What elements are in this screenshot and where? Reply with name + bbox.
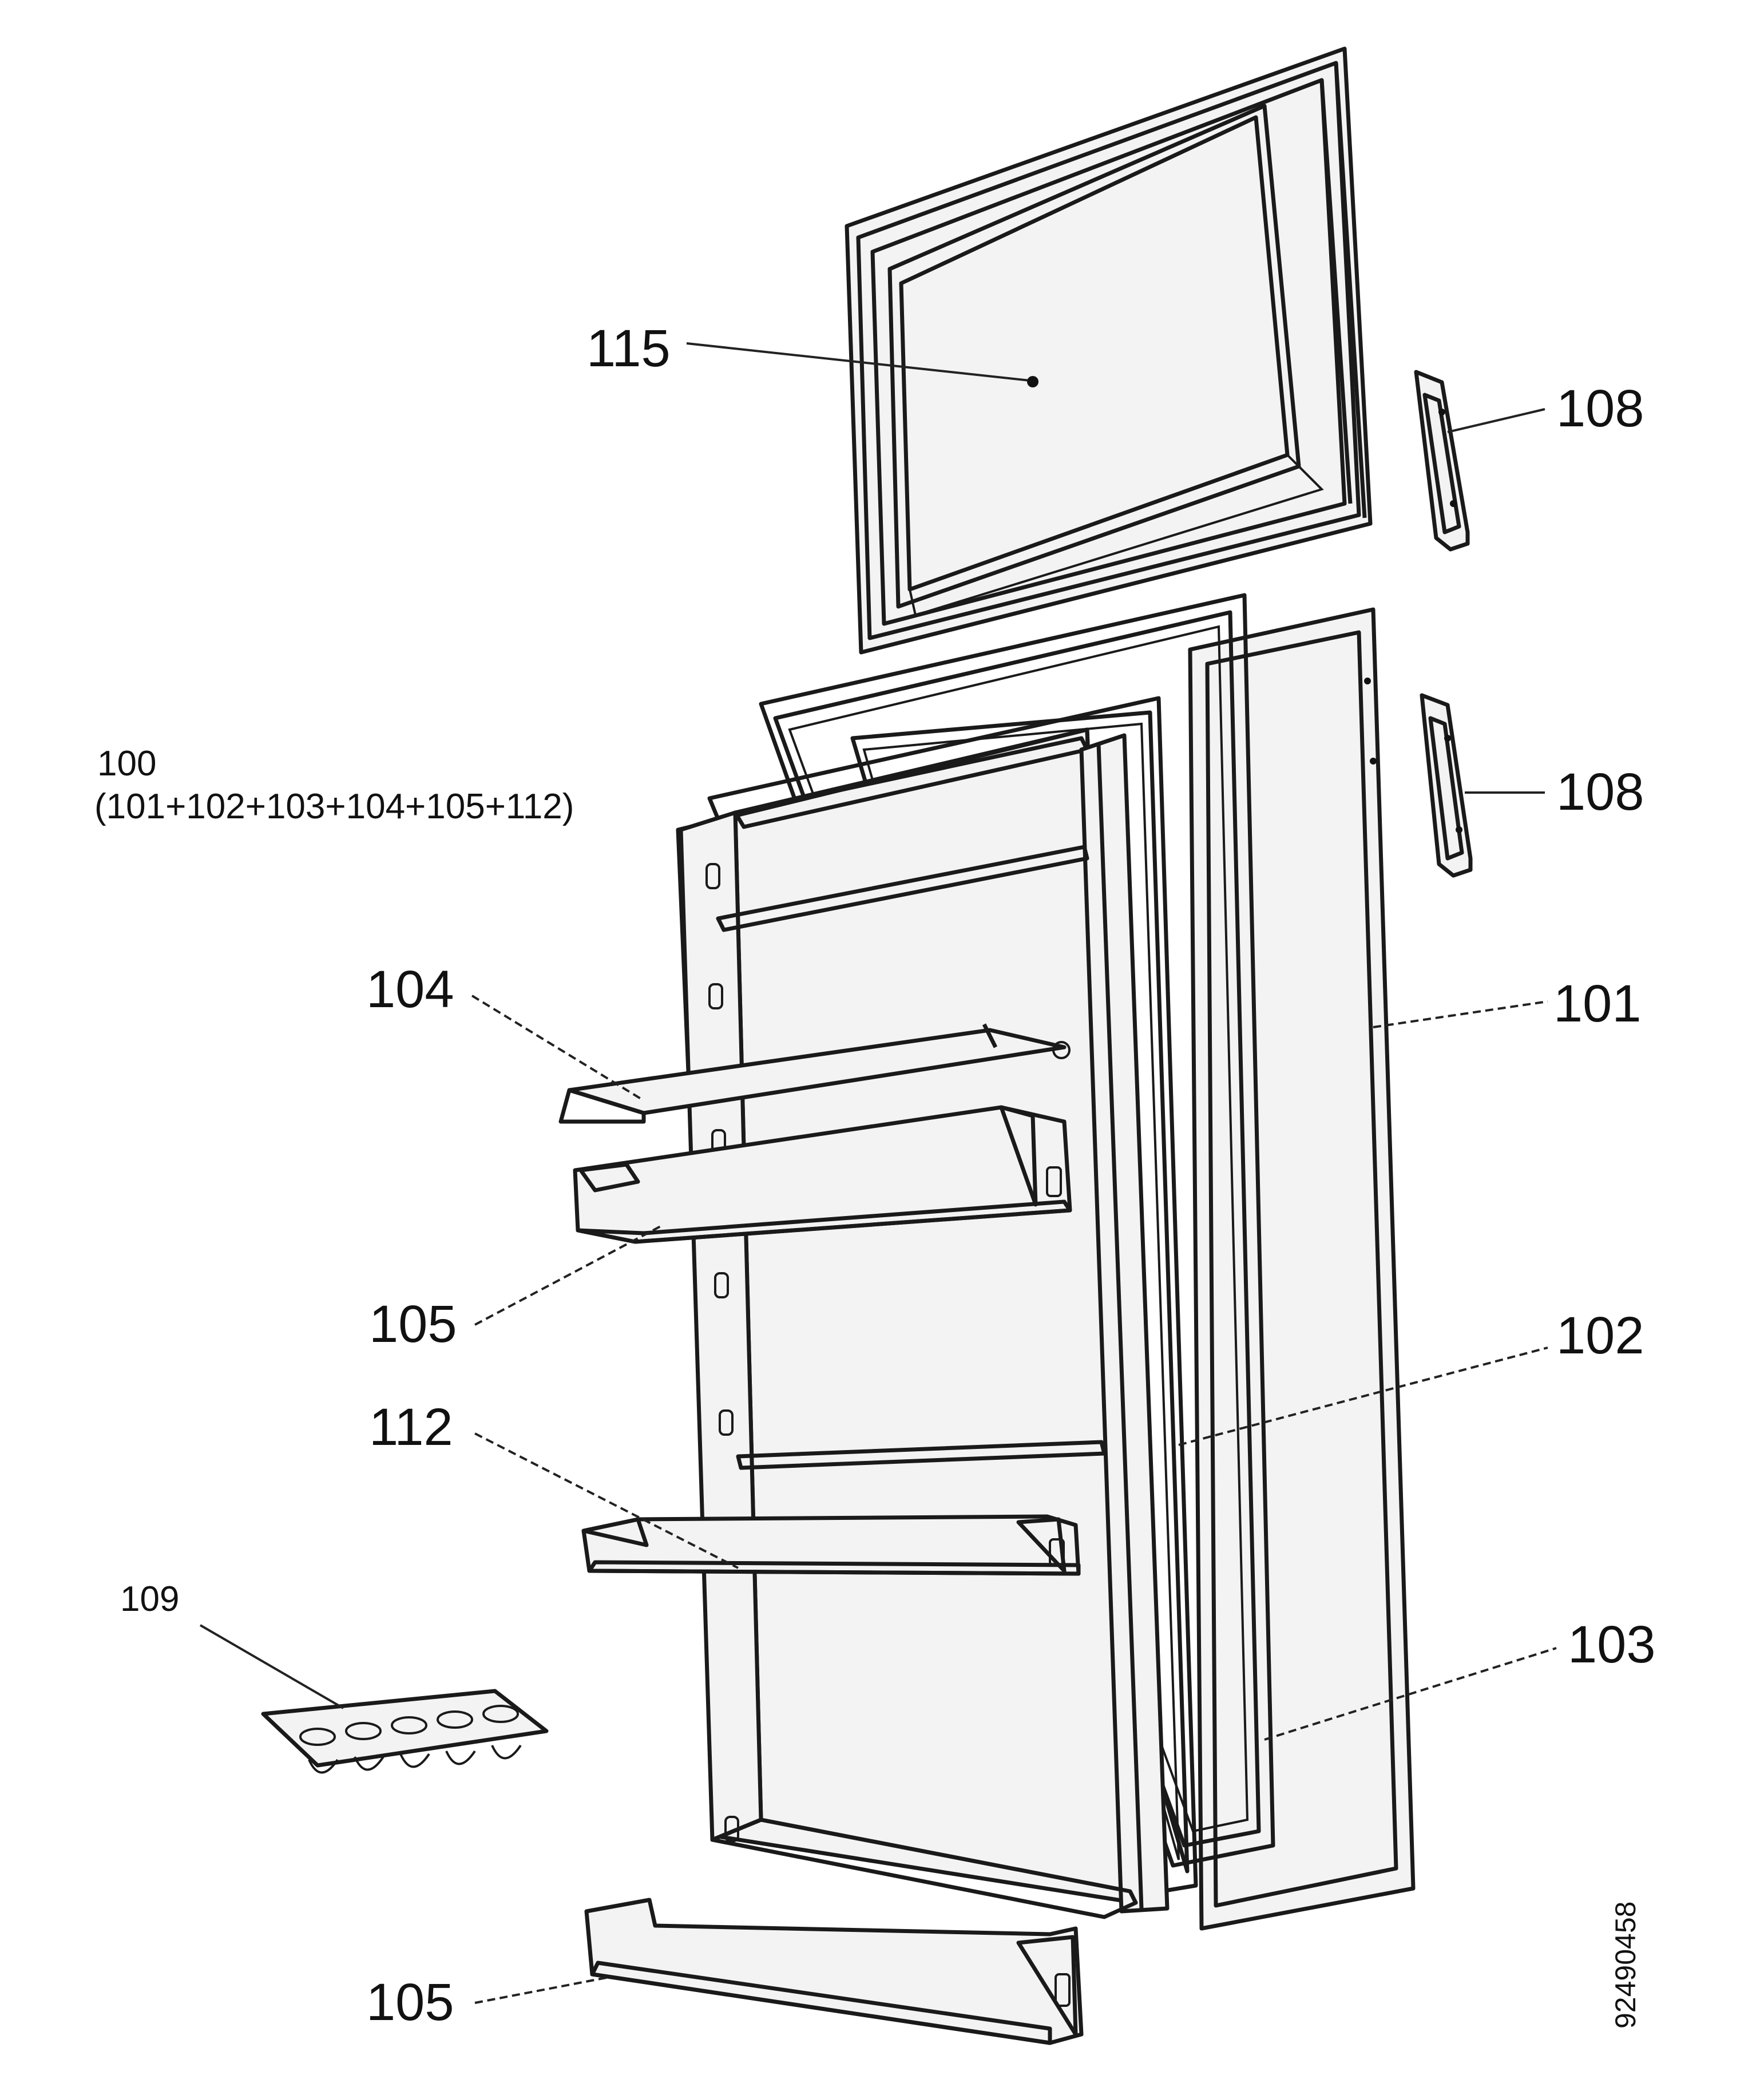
part-108-hinge-cover-lower (1420, 693, 1473, 878)
callout-108-upper: 108 (1556, 379, 1644, 438)
part-105-door-shelf-bottom (584, 1898, 1084, 2045)
callout-112: 112 (369, 1398, 453, 1456)
door-inner-frame (676, 727, 1170, 1919)
callout-115: 115 (586, 319, 671, 378)
part-108-hinge-cover-upper (1414, 370, 1470, 552)
callout-104: 104 (366, 960, 454, 1019)
callout-labels: 115 108 108 100 (101+102+103+104+105+112… (94, 319, 1656, 2031)
drawing-number: 92490458 (1610, 1902, 1642, 2029)
callout-101: 101 (1553, 975, 1642, 1033)
part-109-egg-tray (261, 1689, 549, 1774)
part-104-flap-shelf (558, 1023, 1071, 1124)
callout-100-parts: (101+102+103+104+105+112) (94, 787, 574, 826)
callout-108-lower: 108 (1556, 763, 1644, 821)
part-115-freezer-door-frame (845, 46, 1373, 655)
callout-103: 103 (1568, 1615, 1656, 1674)
callout-102: 102 (1556, 1306, 1644, 1365)
leader-lines (199, 342, 1557, 2004)
callout-105-bottom: 105 (366, 1973, 454, 2031)
part-105-door-shelf-upper (573, 1105, 1072, 1244)
callout-105-upper: 105 (369, 1295, 457, 1353)
callout-109: 109 (120, 1579, 179, 1619)
part-101-outer-door-panel (1188, 607, 1416, 1931)
callout-100: 100 (97, 744, 156, 783)
part-112-door-shelf-lower (581, 1514, 1081, 1576)
